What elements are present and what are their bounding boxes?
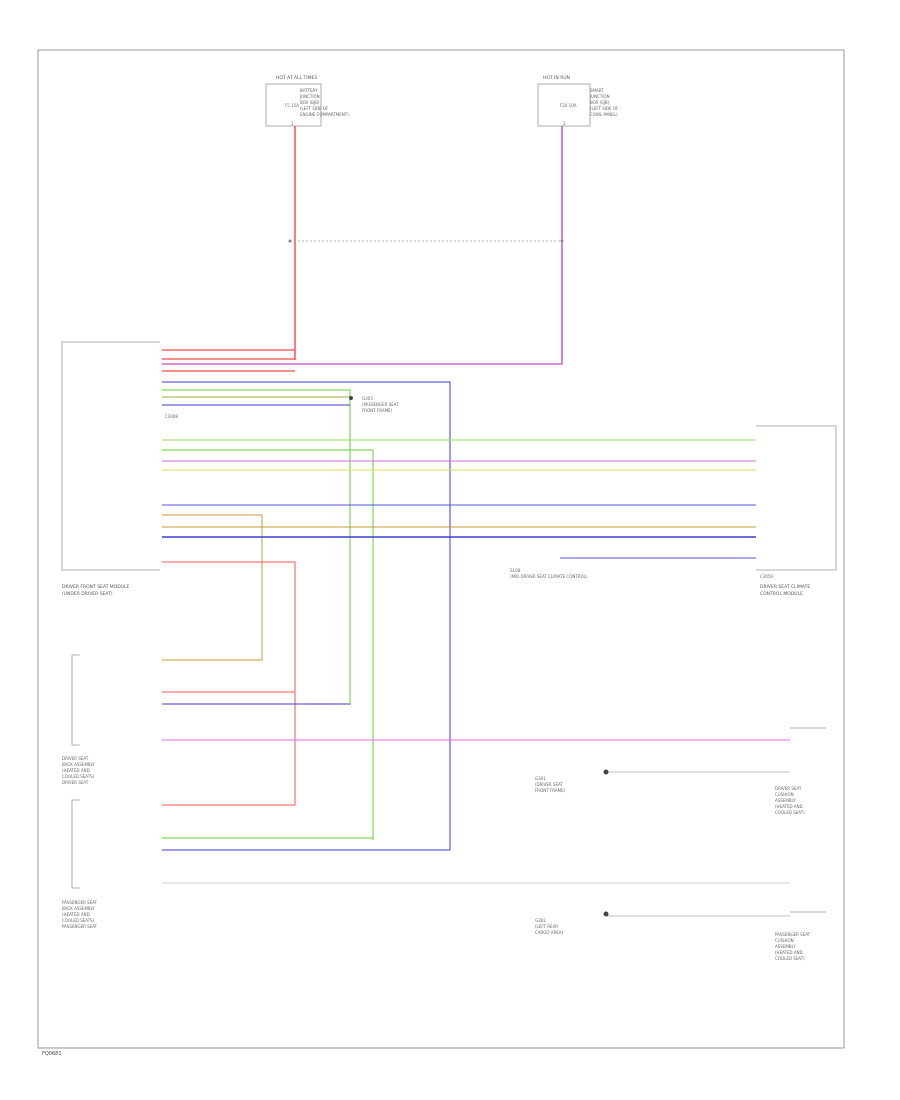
- fuse-right-pin: 2: [563, 121, 566, 126]
- seat-assembly-0-line-0: DRIVER SEAT: [62, 756, 89, 761]
- left-module: DRIVER FRONT SEAT MODULE (UNDER DRIVER S…: [61, 341, 160, 597]
- seat-assembly-0-line-1: BACK ASSEMBLY: [62, 762, 95, 767]
- ground-1-line-2: CARGO AREA): [535, 930, 564, 935]
- ground-dot-1: [603, 769, 609, 775]
- seat-assembly-left-lower: PASSENGER SEAT BACK ASSEMBLY (HEATED AND…: [62, 799, 98, 929]
- fuse-left-pin: 1: [291, 121, 294, 126]
- wire-h-3: [162, 362, 563, 365]
- fuse-right-desc-0: SMART: [590, 88, 604, 93]
- fuse-right-desc-4: COWL PANEL): [590, 112, 618, 117]
- ground-label-3: G303 (PASSENGER SEAT FRONT FRAME): [362, 396, 399, 413]
- fuse-left-desc-4: ENGINE COMPARTMENT): [300, 112, 349, 117]
- splice-dot-right: [560, 239, 564, 243]
- fuse-right-fuse: F20 10A: [560, 103, 577, 108]
- fuse-right-desc-2: BOX (SJB): [590, 100, 610, 105]
- seat-assembly-3-line-2: ASSEMBLY: [775, 944, 796, 949]
- fuse-right-desc-3: (LEFT SIDE OF: [590, 106, 619, 111]
- right-connector: C3059: [760, 574, 773, 579]
- seat-assembly-2-line-4: COOLED SEAT): [775, 810, 805, 815]
- ground-2-line-0: G303: [362, 396, 373, 401]
- ground-0-line-1: (DRIVER SEAT: [535, 782, 563, 787]
- ground-0-line-0: G301: [535, 776, 546, 781]
- fuse-right-box: HOT IN RUN SMART JUNCTION BOX (SJB) (LEF…: [537, 75, 619, 127]
- ground-2-line-1: (PASSENGER SEAT: [362, 402, 399, 407]
- figure-id: FQ0681: [42, 1051, 62, 1057]
- right-module-name-0: DRIVER SEAT CLIMATE: [760, 584, 810, 590]
- seat-assembly-right-lower: PASSENGER SEAT CUSHION ASSEMBLY (HEATED …: [775, 911, 826, 961]
- fuse-left-title: HOT AT ALL TIMES: [276, 75, 317, 81]
- left-connector: C3008: [165, 414, 178, 419]
- right-module-name-1: CONTROL MODULE: [760, 591, 803, 597]
- fuse-left-desc-0: BATTERY: [300, 88, 318, 93]
- seat-assembly-2-line-0: DRIVER SEAT: [775, 786, 802, 791]
- ground-1-line-0: G302: [535, 918, 546, 923]
- ground-2-line-2: FRONT FRAME): [362, 408, 393, 413]
- splice-dot-left: [288, 239, 292, 243]
- fuse-right-title: HOT IN RUN: [543, 75, 570, 81]
- seat-assembly-1-line-4: PASSENGER SEAT: [62, 924, 98, 929]
- right-module: DRIVER SEAT CLIMATE CONTROL MODULE: [756, 425, 837, 597]
- fuse-left-desc-3: (LEFT SIDE OF: [300, 106, 329, 111]
- seat-assembly-left-upper: DRIVER SEAT BACK ASSEMBLY (HEATED AND CO…: [62, 654, 95, 785]
- left-module-name-0: DRIVER FRONT SEAT MODULE: [62, 584, 129, 590]
- seat-assembly-1-line-1: BACK ASSEMBLY: [62, 906, 95, 911]
- ground-dot-2: [603, 911, 609, 917]
- fuse-right-desc-1: JUNCTION: [589, 94, 610, 99]
- fuse-left-box: HOT AT ALL TIMES BATTERY JUNCTION BOX (B…: [265, 75, 349, 127]
- ground-dot-3: [349, 396, 353, 400]
- seat-assembly-3-line-0: PASSENGER SEAT: [775, 932, 811, 937]
- ground-1-line-1: (LEFT REAR: [535, 924, 558, 929]
- wire-bus-6: [162, 514, 263, 661]
- seat-assembly-3-line-3: (HEATED AND: [775, 950, 803, 955]
- seat-assembly-1-line-2: (HEATED AND: [62, 912, 90, 917]
- left-module-name-1: (UNDER DRIVER SEAT): [62, 591, 113, 597]
- seat-assembly-3-line-1: CUSHION: [775, 938, 794, 943]
- seat-assembly-0-line-3: COOLED SEATS): [62, 774, 95, 779]
- seat-assembly-1-line-0: PASSENGER SEAT: [62, 900, 98, 905]
- seat-assembly-0-line-4: DRIVER SEAT: [62, 780, 89, 785]
- wire-seat-power: [162, 561, 296, 806]
- seat-assembly-2-line-1: CUSHION: [775, 792, 794, 797]
- splice-label: S108: [510, 568, 521, 573]
- seat-assembly-3-line-4: COOLED SEAT): [775, 956, 805, 961]
- wire-bus-2: [162, 449, 374, 840]
- wire-h-6: [162, 389, 351, 705]
- fuse-left-fuse: F5 15A: [285, 103, 299, 108]
- ground-0-line-2: FRONT FRAME): [535, 788, 566, 793]
- ground-label-2: G302 (LEFT REAR CARGO AREA): [535, 918, 564, 935]
- seat-assembly-0-line-2: (HEATED AND: [62, 768, 90, 773]
- fuse-left-desc-1: JUNCTION: [299, 94, 320, 99]
- fuse-left-desc-2: BOX (BJB): [300, 100, 320, 105]
- ground-label-1: G301 (DRIVER SEAT FRONT FRAME): [535, 776, 566, 793]
- diagram-frame: [37, 49, 845, 1049]
- wire-h-5: [162, 381, 451, 850]
- seat-assembly-1-line-3: COOLED SEATS): [62, 918, 95, 923]
- splice-sub: (MID DRIVER SEAT CLIMATE CONTROL): [510, 574, 588, 579]
- seat-assembly-right-upper: DRIVER SEAT CUSHION ASSEMBLY (HEATED AND…: [775, 727, 826, 815]
- seat-assembly-2-line-2: ASSEMBLY: [775, 798, 796, 803]
- seat-assembly-2-line-3: (HEATED AND: [775, 804, 803, 809]
